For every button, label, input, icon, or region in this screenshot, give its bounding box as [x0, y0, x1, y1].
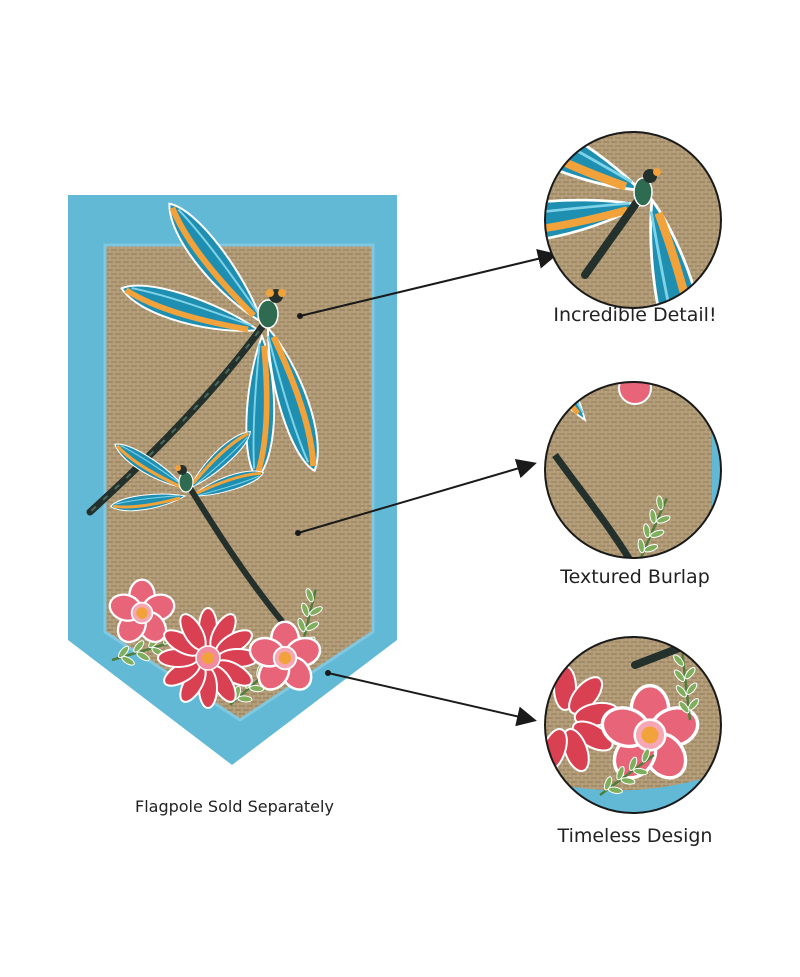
flower-cluster	[105, 578, 343, 710]
callout-arrows	[295, 249, 558, 727]
burlap-texture-zoom-icon	[544, 381, 722, 559]
callout-label-design: Timeless Design	[557, 825, 713, 847]
arrow-burlap	[297, 458, 537, 534]
arrow-design	[327, 672, 537, 727]
dragonfly-detail-zoom-icon	[544, 131, 722, 309]
small-dragonfly	[108, 424, 288, 628]
flagpole-caption: Flagpole Sold Separately	[135, 797, 334, 816]
callout-label-burlap: Textured Burlap	[560, 566, 710, 588]
arrow-detail	[299, 249, 558, 317]
garden-flag	[68, 194, 397, 765]
large-dragonfly	[86, 194, 327, 516]
flower-design-zoom-icon	[544, 636, 722, 814]
callout-label-detail: Incredible Detail!	[553, 304, 717, 326]
